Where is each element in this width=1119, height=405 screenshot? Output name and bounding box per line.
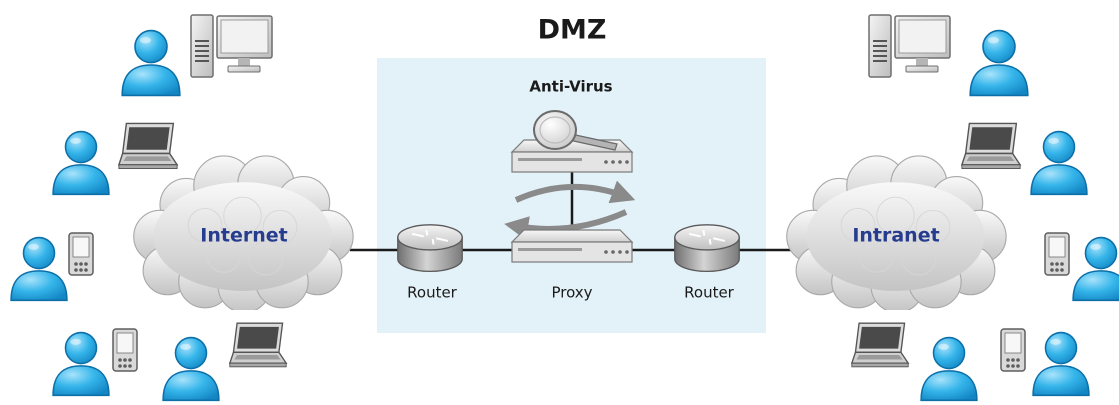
pda-icon [1044, 232, 1070, 276]
arrow-to-antivirus [514, 180, 636, 204]
pda-icon [1000, 328, 1026, 372]
user-icon [1072, 236, 1119, 302]
user-icon [1030, 130, 1088, 196]
laptop-icon [851, 322, 909, 368]
proxy-server-icon [511, 229, 633, 263]
user-icon [920, 336, 978, 402]
proxy-label: Proxy [551, 283, 593, 302]
exchange-arrows [504, 180, 636, 240]
arrow-from-antivirus [504, 209, 628, 240]
desktop-computer-icon [190, 14, 273, 78]
pda-icon [68, 232, 94, 276]
user-icon [1032, 331, 1090, 397]
network-links [350, 170, 800, 252]
router-left-label: Router [407, 283, 457, 302]
user-icon [10, 236, 68, 302]
antivirus-label: Anti-Virus [529, 77, 613, 96]
user-icon [52, 331, 110, 397]
user-icon [162, 336, 220, 402]
router-left-icon [396, 223, 464, 273]
laptop-icon [118, 122, 178, 170]
diagram-title: DMZ [537, 14, 607, 46]
desktop-computer-icon [868, 14, 951, 78]
intranet-label: Intranet [852, 224, 940, 247]
user-icon [121, 29, 181, 97]
router-right-icon [673, 223, 741, 273]
laptop-icon [229, 322, 287, 368]
laptop-icon [961, 122, 1021, 170]
router-right-label: Router [684, 283, 734, 302]
pda-icon [112, 328, 138, 372]
user-icon [52, 130, 110, 196]
internet-label: Internet [200, 224, 288, 247]
user-icon [969, 29, 1029, 97]
